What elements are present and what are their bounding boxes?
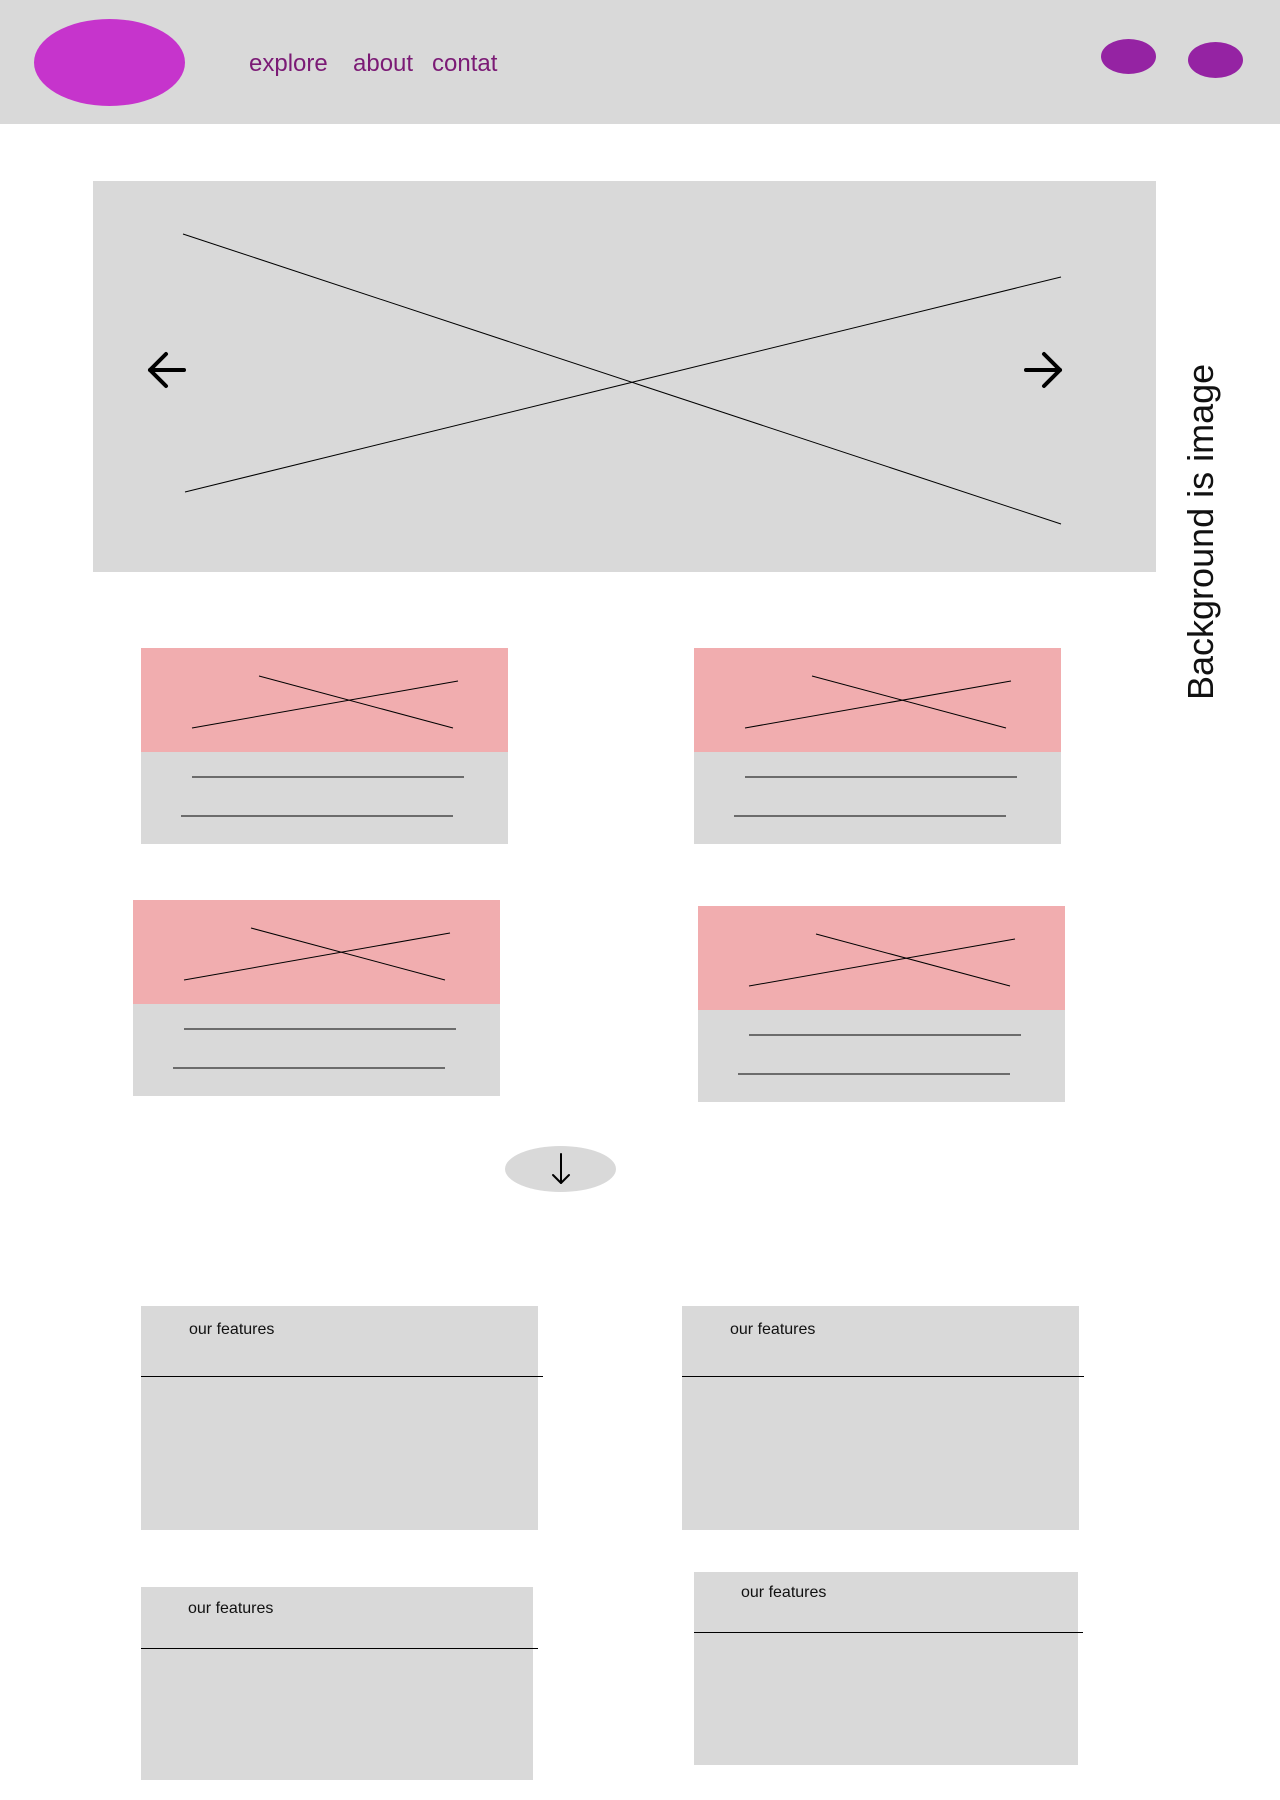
header-bar: explore about contat bbox=[0, 0, 1280, 124]
text-lines-placeholder bbox=[734, 776, 1017, 817]
card-body bbox=[133, 1004, 500, 1096]
arrow-left-icon[interactable] bbox=[142, 345, 192, 395]
circle-button-icon[interactable] bbox=[1101, 39, 1156, 74]
logo[interactable] bbox=[34, 19, 185, 106]
feature-title: our features bbox=[188, 1600, 274, 1617]
text-lines-placeholder bbox=[173, 1028, 456, 1069]
nav-contact[interactable]: contat bbox=[432, 50, 498, 77]
hero-carousel bbox=[93, 181, 1156, 572]
image-placeholder-icon bbox=[191, 675, 459, 729]
content-card[interactable] bbox=[698, 906, 1065, 1102]
card-body bbox=[694, 752, 1061, 844]
text-lines-placeholder bbox=[181, 776, 464, 817]
divider bbox=[694, 1632, 1083, 1633]
circle-button-icon[interactable] bbox=[1188, 42, 1243, 78]
card-image-placeholder bbox=[698, 906, 1065, 1010]
content-card[interactable] bbox=[133, 900, 500, 1096]
divider bbox=[141, 1376, 543, 1377]
text-lines-placeholder bbox=[738, 1034, 1021, 1075]
nav-about[interactable]: about bbox=[353, 50, 414, 77]
card-image-placeholder bbox=[141, 648, 508, 752]
feature-box[interactable]: our features bbox=[141, 1587, 538, 1780]
feature-title: our features bbox=[730, 1321, 816, 1338]
feature-box[interactable]: our features bbox=[141, 1306, 543, 1530]
image-placeholder-icon bbox=[183, 927, 451, 981]
arrow-down-icon bbox=[552, 1153, 570, 1184]
feature-box[interactable]: our features bbox=[694, 1572, 1083, 1765]
arrow-right-icon[interactable] bbox=[1018, 345, 1068, 395]
divider bbox=[682, 1376, 1084, 1377]
card-body bbox=[698, 1010, 1065, 1102]
image-placeholder-icon bbox=[748, 933, 1016, 987]
feature-title: our features bbox=[741, 1584, 827, 1601]
card-body bbox=[141, 752, 508, 844]
content-card[interactable] bbox=[694, 648, 1061, 844]
image-placeholder-icon bbox=[182, 233, 1062, 525]
divider bbox=[141, 1648, 538, 1649]
image-placeholder-icon bbox=[744, 675, 1012, 729]
feature-title: our features bbox=[189, 1321, 275, 1338]
side-note: Background is image bbox=[1180, 363, 1221, 700]
feature-box[interactable]: our features bbox=[682, 1306, 1084, 1530]
card-image-placeholder bbox=[133, 900, 500, 1004]
load-more-button[interactable] bbox=[505, 1146, 616, 1192]
card-image-placeholder bbox=[694, 648, 1061, 752]
nav-explore[interactable]: explore bbox=[249, 50, 328, 77]
content-card[interactable] bbox=[141, 648, 508, 844]
